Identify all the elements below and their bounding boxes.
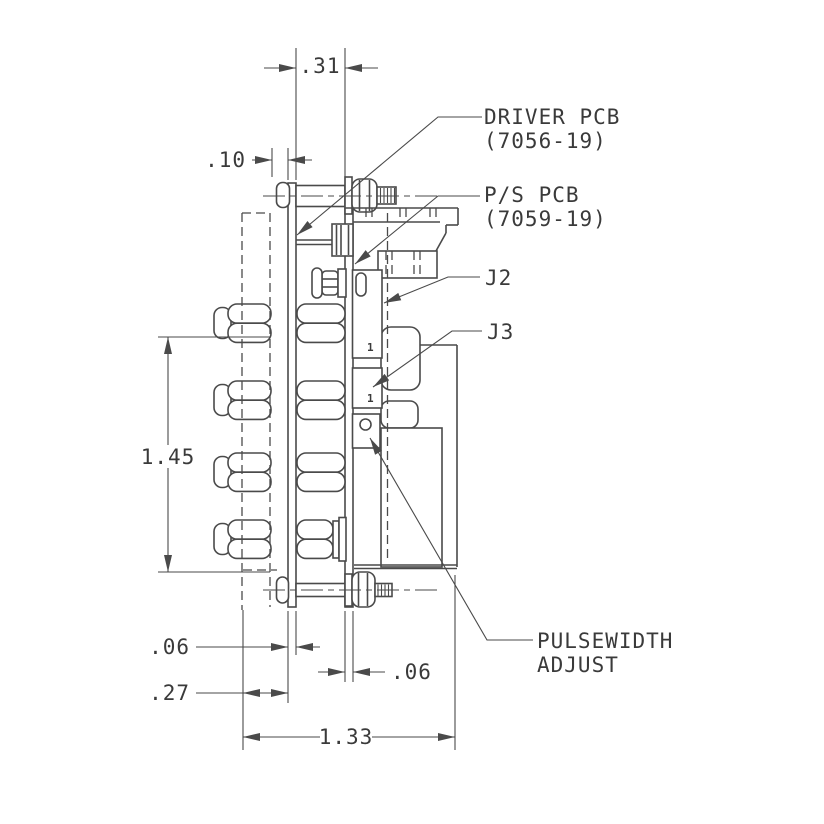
label-driver-pcb: DRIVER PCB (7056-19) (296, 105, 620, 236)
dim-text-overall-depth: 1.33 (319, 725, 374, 749)
dim-driver-pcb-thickness: .06 (149, 611, 320, 703)
ps-board-components (354, 326, 458, 570)
driver-pcb-plate (287, 182, 297, 608)
driver-pcb-label-line2: (7056-19) (484, 129, 607, 153)
label-j2: J2 (383, 266, 512, 304)
j2-label: J2 (485, 266, 512, 290)
bolt-row-2 (213, 380, 346, 421)
dim-text-ps-thickness: .06 (391, 660, 432, 684)
top-bolt-assembly (263, 176, 437, 215)
j2-connector: 1 (351, 269, 383, 359)
pulsewidth-label-line1: PULSEWIDTH (537, 629, 673, 653)
hidden-chassis-outline (241, 212, 389, 610)
label-ps-pcb: P/S PCB (7059-19) (354, 183, 607, 265)
j3-pin1-label: 1 (367, 392, 374, 405)
ps-pcb-label-line1: P/S PCB (484, 183, 580, 207)
mounting-bracket (345, 207, 459, 279)
interboard-standoff (296, 223, 354, 257)
dim-text-standoff-gap: .10 (205, 148, 246, 172)
dim-head-clearance: .27 (149, 610, 288, 750)
dim-overall-depth: 1.33 (243, 575, 456, 750)
pot-adjust-hole (359, 418, 372, 431)
label-j3: J3 (372, 320, 514, 388)
bolt-row-4 (213, 516, 347, 562)
label-pulsewidth-adjust: PULSEWIDTH ADJUST (369, 437, 673, 677)
j2-pin1-label: 1 (367, 341, 374, 354)
mounting-bolt-rows (213, 303, 347, 562)
dim-mount-span: 1.45 (141, 336, 270, 573)
bolt-row-3 (213, 452, 346, 493)
dim-text-mount-span: 1.45 (141, 445, 196, 469)
j3-connector: 1 (351, 367, 383, 409)
dim-text-head-clearance: .27 (149, 681, 190, 705)
small-screw (311, 267, 347, 299)
ps-pcb-label-line2: (7059-19) (484, 207, 607, 231)
dim-standoff-gap: .10 (205, 148, 312, 180)
dim-ps-pcb-thickness: .06 (318, 611, 432, 684)
component-small (380, 400, 419, 429)
bottom-bolt-assembly (263, 571, 437, 608)
dim-board-spacing: .31 (264, 48, 378, 204)
dim-text-driver-thickness: .06 (149, 635, 190, 659)
pulsewidth-label-line2: ADJUST (537, 653, 619, 677)
j3-label: J3 (487, 320, 514, 344)
driver-pcb-label-line1: DRIVER PCB (484, 105, 620, 129)
pulsewidth-pot (351, 413, 381, 449)
dim-text-board-spacing: .31 (300, 54, 341, 78)
